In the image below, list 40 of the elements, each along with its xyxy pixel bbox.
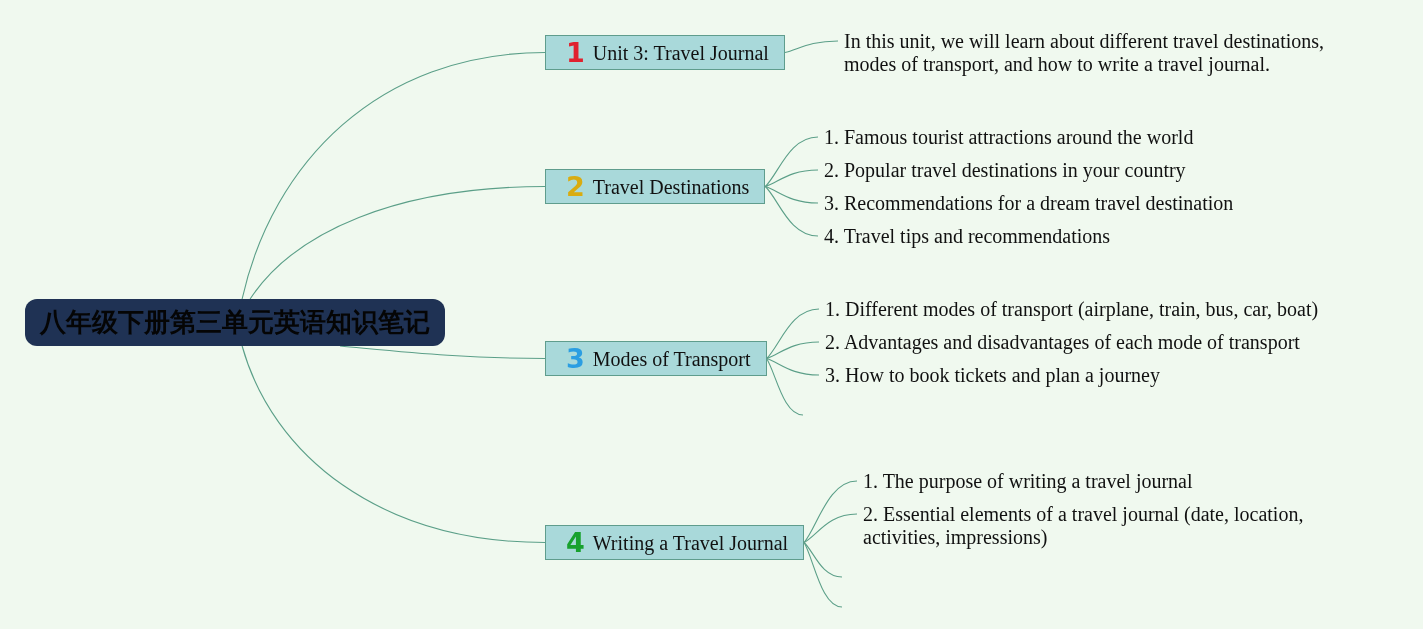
branch-line <box>764 169 819 188</box>
subtopic-text: 4. Travel tips and recommendations <box>824 224 1111 248</box>
subtopic-text: 1. Famous tourist attractions around the world <box>824 125 1194 149</box>
topic-box <box>545 525 805 560</box>
branch-line <box>764 185 819 204</box>
subtopic-text: 1. The purpose of writing a travel journal <box>863 469 1193 493</box>
branch-line <box>241 51 546 300</box>
branch-line <box>803 541 843 578</box>
branch-line <box>764 185 819 237</box>
number-marker: 1 <box>566 38 585 67</box>
central-topic: 八年级下册第三单元英语知识笔记 <box>25 299 445 346</box>
number-marker: 3 <box>566 344 585 373</box>
branch-line <box>764 136 819 188</box>
branch-line <box>241 345 546 544</box>
number-marker: 4 <box>566 528 585 557</box>
branch-line <box>339 345 546 360</box>
branch-line <box>766 341 820 360</box>
branch-line <box>803 480 858 544</box>
subtopic-text: 2. Popular travel destinations in your country <box>824 158 1186 182</box>
topic-label: Modes of Transport <box>592 346 751 371</box>
branch-line <box>766 308 820 360</box>
branch-line <box>803 541 843 608</box>
topic-box <box>545 341 767 376</box>
topic-box <box>545 35 785 70</box>
subtopic-text: 1. Different modes of transport (airplane, train, bus, car, boat) <box>825 297 1319 321</box>
topic-label: Writing a Travel Journal <box>592 530 789 555</box>
branch-line <box>249 185 546 300</box>
topic-box <box>545 169 766 204</box>
branch-line <box>766 357 820 376</box>
branch-line <box>766 357 804 416</box>
topic-label: Travel Destinations <box>592 174 750 199</box>
note-text: In this unit, we will learn about different travel destinations, modes of transport, and how to write a travel journal. <box>844 29 1338 76</box>
subtopic-text: 3. How to book tickets and plan a journey <box>825 363 1160 387</box>
subtopic-text: 2. Advantages and disadvantages of each mode of transport <box>825 330 1300 354</box>
subtopic-text: 3. Recommendations for a dream travel destination <box>824 191 1234 215</box>
branch-line <box>784 40 839 54</box>
branch-line <box>803 513 858 544</box>
topic-label: Unit 3: Travel Journal <box>592 40 769 65</box>
number-marker: 2 <box>566 172 585 201</box>
subtopic-text: 2. Essential elements of a travel journal (date, location, activities, impressions) <box>863 502 1315 549</box>
